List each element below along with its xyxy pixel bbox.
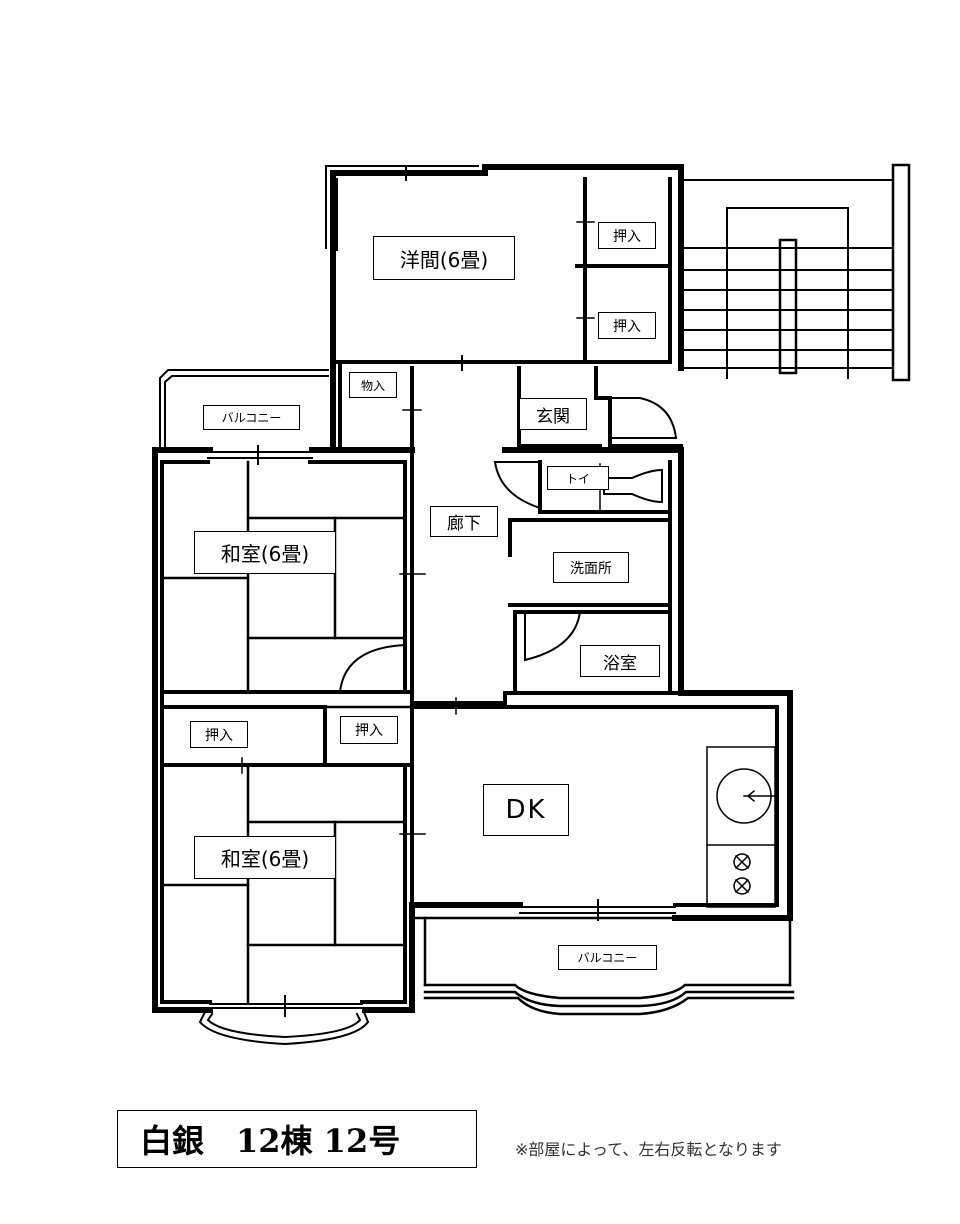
label-entrance: 玄関 bbox=[519, 398, 587, 430]
label-balcony-left: バルコニー bbox=[203, 405, 300, 430]
label-japanese-room-2: 和室(6畳) bbox=[194, 836, 336, 879]
balcony-bottom bbox=[410, 916, 795, 1016]
kitchen-counter bbox=[706, 746, 779, 908]
label-toilet: トイ bbox=[547, 466, 609, 490]
top-wall-double bbox=[325, 165, 479, 251]
label-dk: DK bbox=[483, 784, 569, 836]
label-japanese-room-1: 和室(6畳) bbox=[194, 531, 336, 574]
interior-walls bbox=[160, 177, 779, 1004]
door-swings bbox=[338, 397, 678, 694]
bay-window bbox=[198, 1010, 370, 1046]
toilet-fixture bbox=[603, 468, 663, 504]
label-washroom: 洗面所 bbox=[553, 552, 629, 583]
label-closet-mid-left: 押入 bbox=[190, 721, 248, 748]
label-closet-top-1: 押入 bbox=[598, 222, 656, 249]
label-closet-top-2: 押入 bbox=[598, 312, 656, 339]
label-balcony-bottom: バルコニー bbox=[558, 945, 657, 970]
staircase bbox=[680, 163, 911, 382]
tatami-room-1 bbox=[160, 460, 407, 694]
label-hallway: 廊下 bbox=[430, 506, 498, 537]
building-title: 白銀 12棟 12号 bbox=[117, 1110, 477, 1168]
door-ticks bbox=[241, 221, 601, 835]
balcony-left-railing bbox=[159, 369, 329, 447]
label-western-room: 洋間(6畳) bbox=[373, 236, 515, 280]
label-bathroom: 浴室 bbox=[580, 645, 660, 677]
label-storage: 物入 bbox=[349, 372, 397, 398]
windows bbox=[207, 165, 676, 1017]
mirror-note: ※部屋によって、左右反転となります bbox=[515, 1140, 782, 1159]
outer-walls bbox=[152, 164, 793, 1013]
label-closet-mid-right: 押入 bbox=[340, 716, 398, 744]
